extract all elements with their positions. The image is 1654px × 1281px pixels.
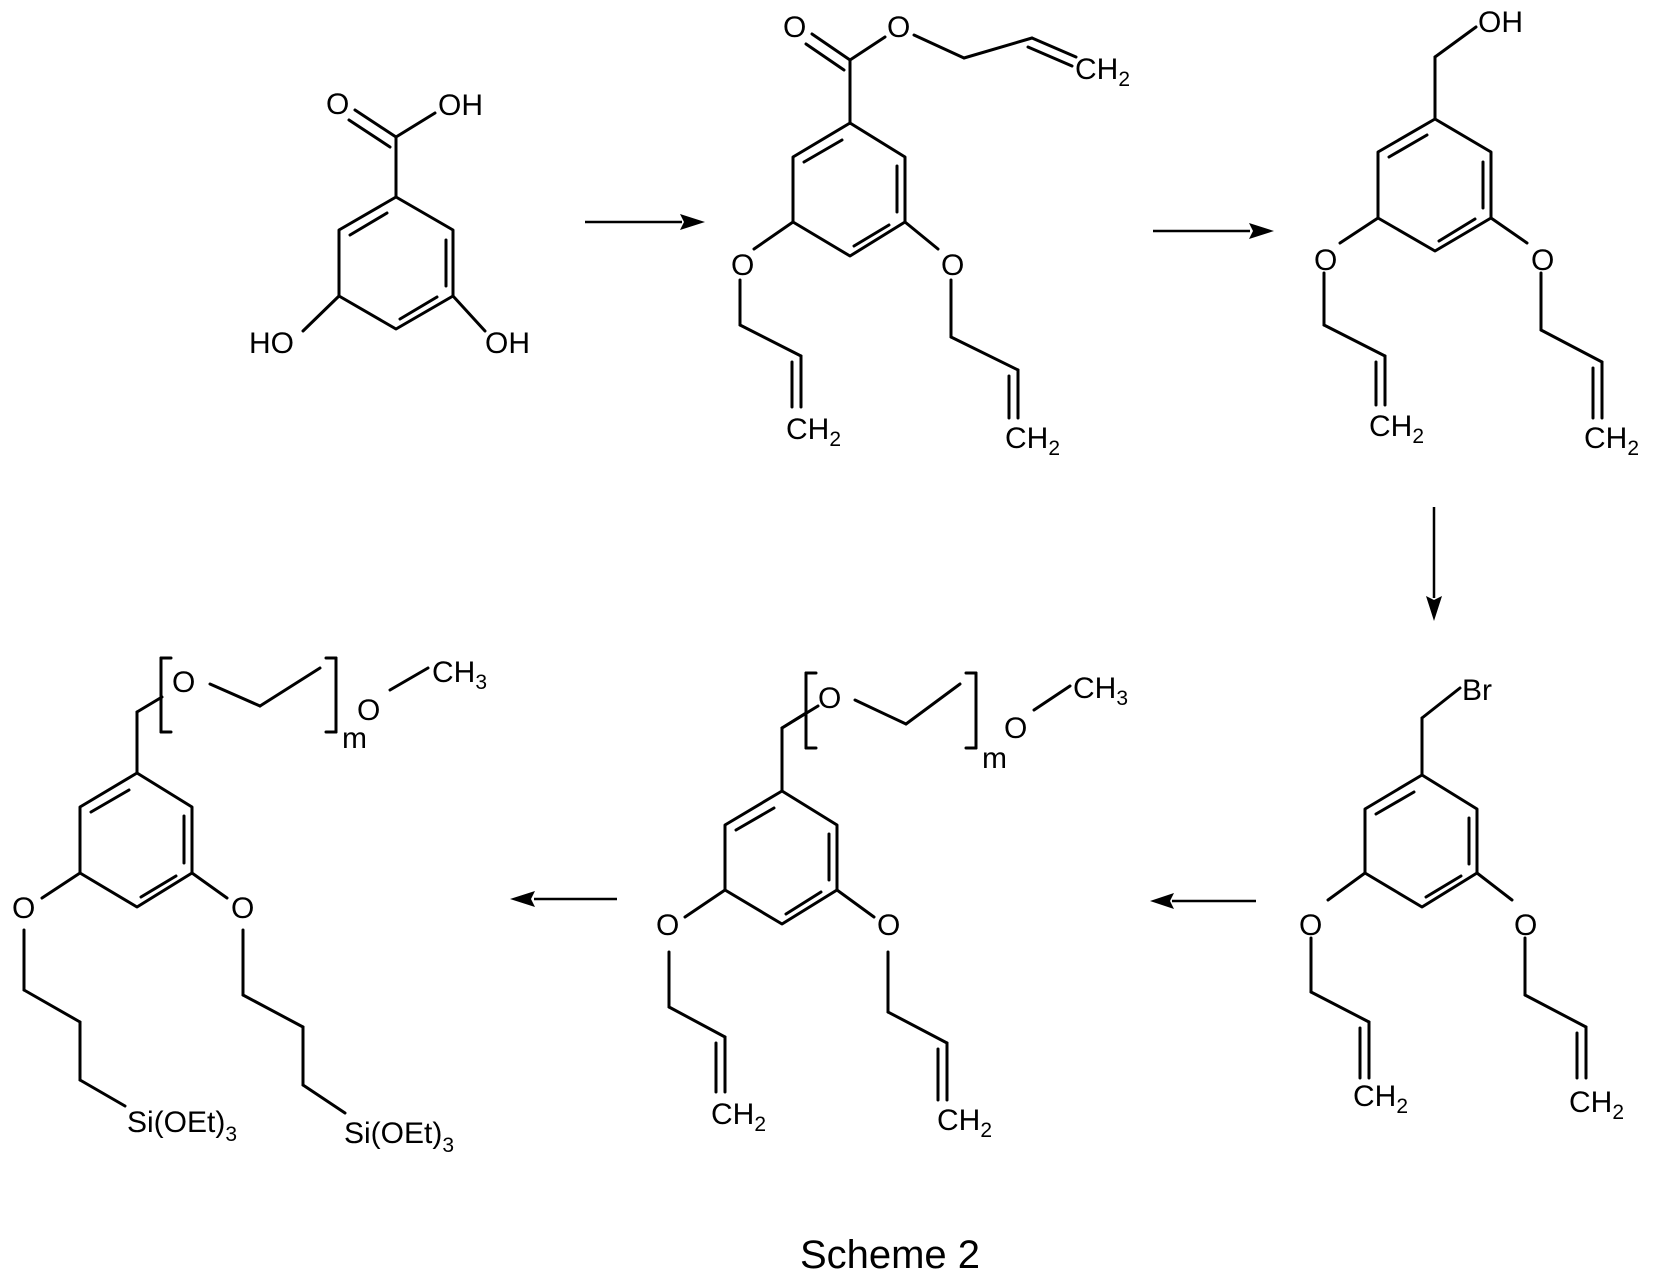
atom-label-o: O bbox=[1004, 712, 1027, 745]
compound-peg-ether-diallyl-ether: O O CH3 m O O CH2 CH2 bbox=[656, 672, 1128, 1142]
atom-label-ch2: CH2 bbox=[1005, 422, 1060, 460]
reaction-arrow-5 bbox=[510, 891, 617, 907]
atom-label-ch2: CH2 bbox=[1369, 410, 1424, 448]
atom-label-ho: HO bbox=[249, 327, 294, 360]
atom-label-oh: OH bbox=[1478, 6, 1523, 39]
atom-label-si-oet3: Si(OEt)3 bbox=[344, 1117, 454, 1157]
atom-label-ch3: CH3 bbox=[1073, 672, 1128, 710]
atom-label-o: O bbox=[1514, 909, 1537, 942]
atom-label-o: O bbox=[326, 88, 349, 121]
atom-label-ch3: CH3 bbox=[432, 656, 487, 694]
atom-label-si-oet3: Si(OEt)3 bbox=[127, 1106, 237, 1146]
repeat-index-m: m bbox=[342, 722, 367, 755]
benzene-ring bbox=[339, 197, 453, 329]
atom-label-oh: OH bbox=[438, 89, 483, 122]
atom-label-ch2: CH2 bbox=[1075, 53, 1130, 91]
atom-label-ch2: CH2 bbox=[1569, 1086, 1624, 1124]
atom-label-oh: OH bbox=[485, 327, 530, 360]
atom-label-o: O bbox=[1531, 244, 1554, 277]
atom-label-o: O bbox=[887, 11, 910, 44]
atom-label-ch2: CH2 bbox=[937, 1104, 992, 1142]
atom-label-o: O bbox=[656, 909, 679, 942]
compound-dihydroxybenzoic-acid: O OH HO OH bbox=[249, 88, 530, 360]
compound-allyl-ester-diallyl-ether: O O CH2 O O CH2 CH2 bbox=[731, 11, 1130, 460]
atom-label-o: O bbox=[1299, 909, 1322, 942]
benzene-ring bbox=[80, 773, 192, 907]
benzene-ring bbox=[793, 123, 905, 256]
atom-label-br: Br bbox=[1462, 674, 1492, 707]
atom-label-ch2: CH2 bbox=[711, 1098, 766, 1136]
atom-label-o: O bbox=[1314, 244, 1337, 277]
atom-label-ch2: CH2 bbox=[1584, 422, 1639, 460]
reaction-arrow-4 bbox=[1150, 893, 1256, 909]
compound-benzyl-alcohol-diallyl-ether: OH O O CH2 CH2 bbox=[1314, 6, 1639, 460]
atom-label-o: O bbox=[818, 682, 841, 715]
atom-label-o: O bbox=[941, 249, 964, 282]
atom-label-o: O bbox=[783, 11, 806, 44]
atom-label-ch2: CH2 bbox=[1353, 1080, 1408, 1118]
atom-label-o: O bbox=[731, 249, 754, 282]
atom-label-o: O bbox=[877, 909, 900, 942]
compound-peg-ether-bis-triethoxysilylpropyl: O O CH3 m O O Si(OEt)3 Si(OEt)3 bbox=[12, 656, 487, 1157]
scheme-caption: Scheme 2 bbox=[800, 1233, 980, 1276]
atom-label-o: O bbox=[12, 892, 35, 925]
reaction-arrow-3 bbox=[1426, 507, 1442, 621]
benzene-ring bbox=[725, 791, 837, 924]
reaction-arrow-1 bbox=[585, 214, 705, 230]
reaction-arrow-2 bbox=[1153, 223, 1274, 239]
benzene-ring bbox=[1365, 775, 1477, 907]
atom-label-o: O bbox=[231, 892, 254, 925]
repeat-index-m: m bbox=[982, 742, 1007, 775]
atom-label-o: O bbox=[172, 666, 195, 699]
compound-benzyl-bromide-diallyl-ether: Br O O CH2 CH2 bbox=[1299, 674, 1624, 1124]
atom-label-ch2: CH2 bbox=[786, 413, 841, 451]
benzene-ring bbox=[1378, 119, 1491, 251]
